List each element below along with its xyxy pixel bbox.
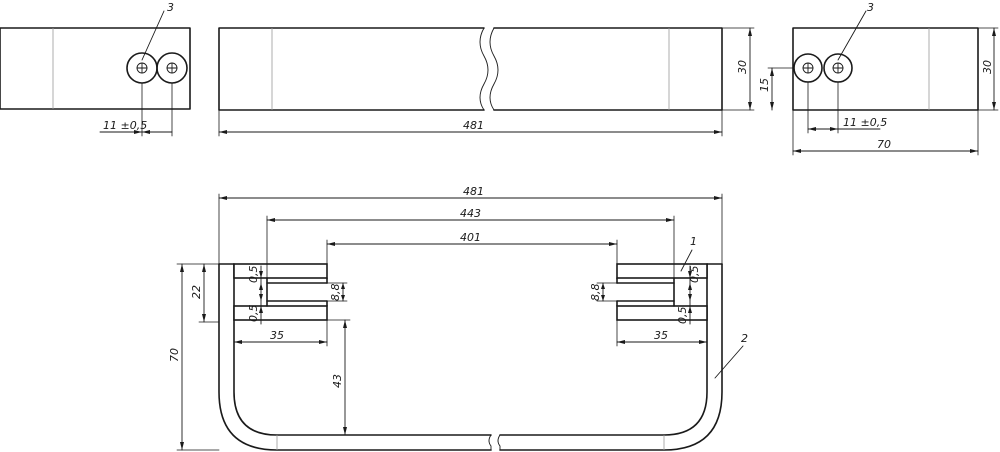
dim-label-right-gap-a: 0,5 bbox=[688, 266, 701, 284]
dim-label-upper: 22 bbox=[190, 285, 203, 299]
dim-label-left-gap-a: 0,5 bbox=[247, 266, 260, 284]
dim-label-right-tab: 35 bbox=[654, 329, 668, 342]
dim-label-right-width: 70 bbox=[877, 138, 891, 151]
dim-label-span: 401 bbox=[460, 231, 481, 244]
left-end-outline bbox=[0, 27, 191, 110]
plan-view: 481 443 401 70 22 0,5 bbox=[168, 185, 748, 451]
dim-label-right-spacing: 11 ±0,5 bbox=[843, 116, 887, 129]
right-end-view: 11 ±0,5 3 70 30 15 bbox=[758, 1, 999, 156]
break-line-right bbox=[489, 27, 499, 111]
callout-3-left: 3 bbox=[167, 1, 174, 14]
u-rail bbox=[218, 263, 723, 451]
callout-2: 2 bbox=[741, 332, 748, 345]
dim-label-right-center: 15 bbox=[758, 78, 771, 92]
right-end-outline bbox=[792, 27, 979, 111]
dim-label-front-length: 481 bbox=[463, 119, 484, 132]
leader-callout-1 bbox=[680, 249, 693, 272]
leader-left-callout bbox=[141, 10, 165, 61]
dim-label-inner: 443 bbox=[460, 207, 481, 220]
dim-label-left-slot: 8,8 bbox=[329, 284, 342, 302]
dim-label-right-height: 30 bbox=[981, 60, 994, 74]
dim-label-overall: 481 bbox=[463, 185, 484, 198]
dim-label-left-gap-b: 0,5 bbox=[247, 305, 260, 323]
hole-left-1 bbox=[126, 52, 158, 84]
front-view-right-part bbox=[493, 27, 723, 111]
leader-callout-2 bbox=[714, 345, 744, 379]
front-view-left-part bbox=[218, 27, 485, 111]
dim-label-front-height: 30 bbox=[736, 60, 749, 74]
left-bracket bbox=[233, 263, 328, 321]
callout-3-right: 3 bbox=[867, 1, 874, 14]
dim-label-right-slot: 8,8 bbox=[589, 284, 602, 302]
right-bracket bbox=[616, 263, 708, 321]
dim-label-height: 43 bbox=[331, 374, 344, 388]
break-line-left bbox=[479, 27, 489, 111]
callout-1: 1 bbox=[690, 235, 697, 248]
front-view: 481 30 bbox=[218, 27, 755, 137]
dim-label-depth: 70 bbox=[168, 348, 181, 362]
hole-right-1 bbox=[793, 53, 823, 83]
dim-label-left-tab: 35 bbox=[270, 329, 284, 342]
dim-label-right-gap-b: 0,5 bbox=[676, 307, 689, 325]
dim-label-left-spacing: 11 ±0,5 bbox=[103, 119, 147, 132]
left-end-view: 11 ±0,5 3 bbox=[0, 1, 191, 137]
leader-right-callout bbox=[837, 10, 867, 61]
hole-left-2 bbox=[156, 52, 188, 84]
hole-right-2 bbox=[823, 53, 853, 83]
